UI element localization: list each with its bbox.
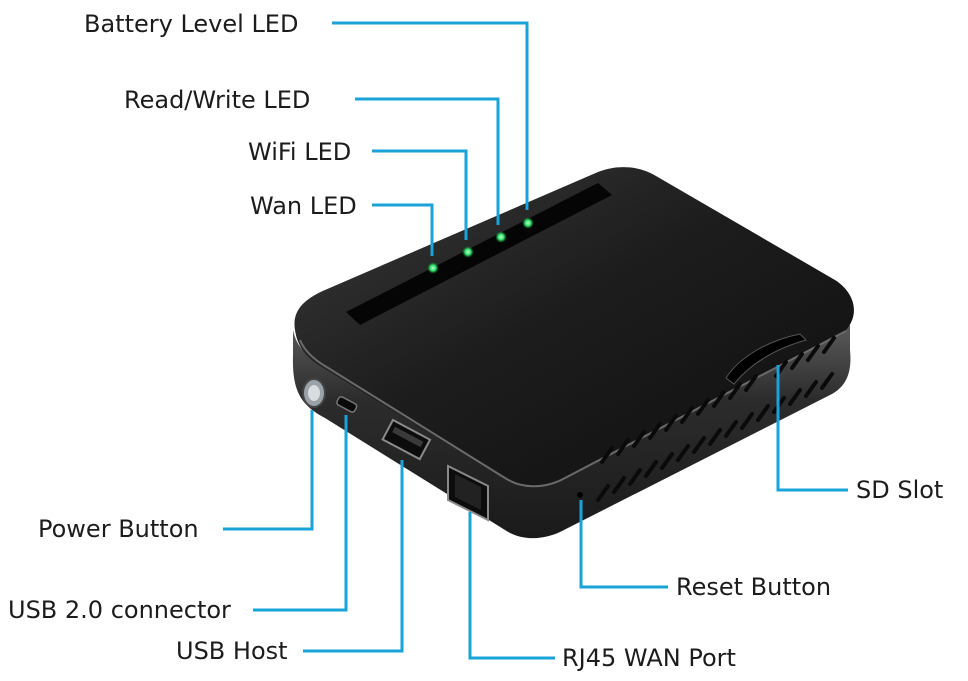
label-sd-slot: SD Slot: [856, 476, 943, 504]
label-wifi-led: WiFi LED: [248, 138, 351, 166]
device-edge-highlight: [299, 330, 847, 488]
leader-power-button: [223, 410, 314, 531]
device-top-surface: [294, 167, 854, 487]
label-reset-button: Reset Button: [676, 573, 831, 601]
vent-slots: [596, 336, 836, 502]
rj45-port: [447, 464, 489, 522]
sd-slot: [725, 333, 807, 385]
label-power-button: Power Button: [38, 515, 199, 543]
led-window-strip: [346, 183, 612, 325]
device-illustration: [292, 167, 854, 539]
led-cluster: [427, 217, 534, 274]
label-wan-led: Wan LED: [250, 192, 357, 220]
label-usb-host: USB Host: [176, 637, 288, 665]
usb-host-port: [381, 418, 432, 461]
leader-battery-level-led: [332, 21, 529, 210]
label-rj45-wan-port: RJ45 WAN Port: [562, 644, 736, 672]
micro-usb-port: [336, 396, 358, 413]
leader-wan-led: [372, 203, 434, 256]
leader-wifi-led: [372, 149, 468, 240]
leader-usb-host: [303, 460, 404, 653]
wifi-led: [462, 246, 474, 258]
read-write-led: [495, 231, 507, 243]
leader-read-write-led: [355, 97, 500, 225]
label-battery-level-led: Battery Level LED: [84, 10, 298, 38]
callout-labels: Battery Level LED Read/Write LED WiFi LE…: [8, 10, 943, 672]
leader-reset-button: [579, 500, 668, 589]
leader-rj45-wan-port: [468, 512, 555, 660]
power-button-part: [302, 378, 326, 408]
wan-led: [427, 262, 439, 274]
battery-level-led: [522, 217, 534, 229]
leader-usb-connector: [253, 415, 348, 612]
reset-hole: [577, 492, 583, 498]
label-usb-connector: USB 2.0 connector: [8, 596, 231, 624]
leader-lines: [223, 21, 848, 660]
label-read-write-led: Read/Write LED: [124, 86, 310, 114]
leader-sd-slot: [776, 365, 848, 492]
